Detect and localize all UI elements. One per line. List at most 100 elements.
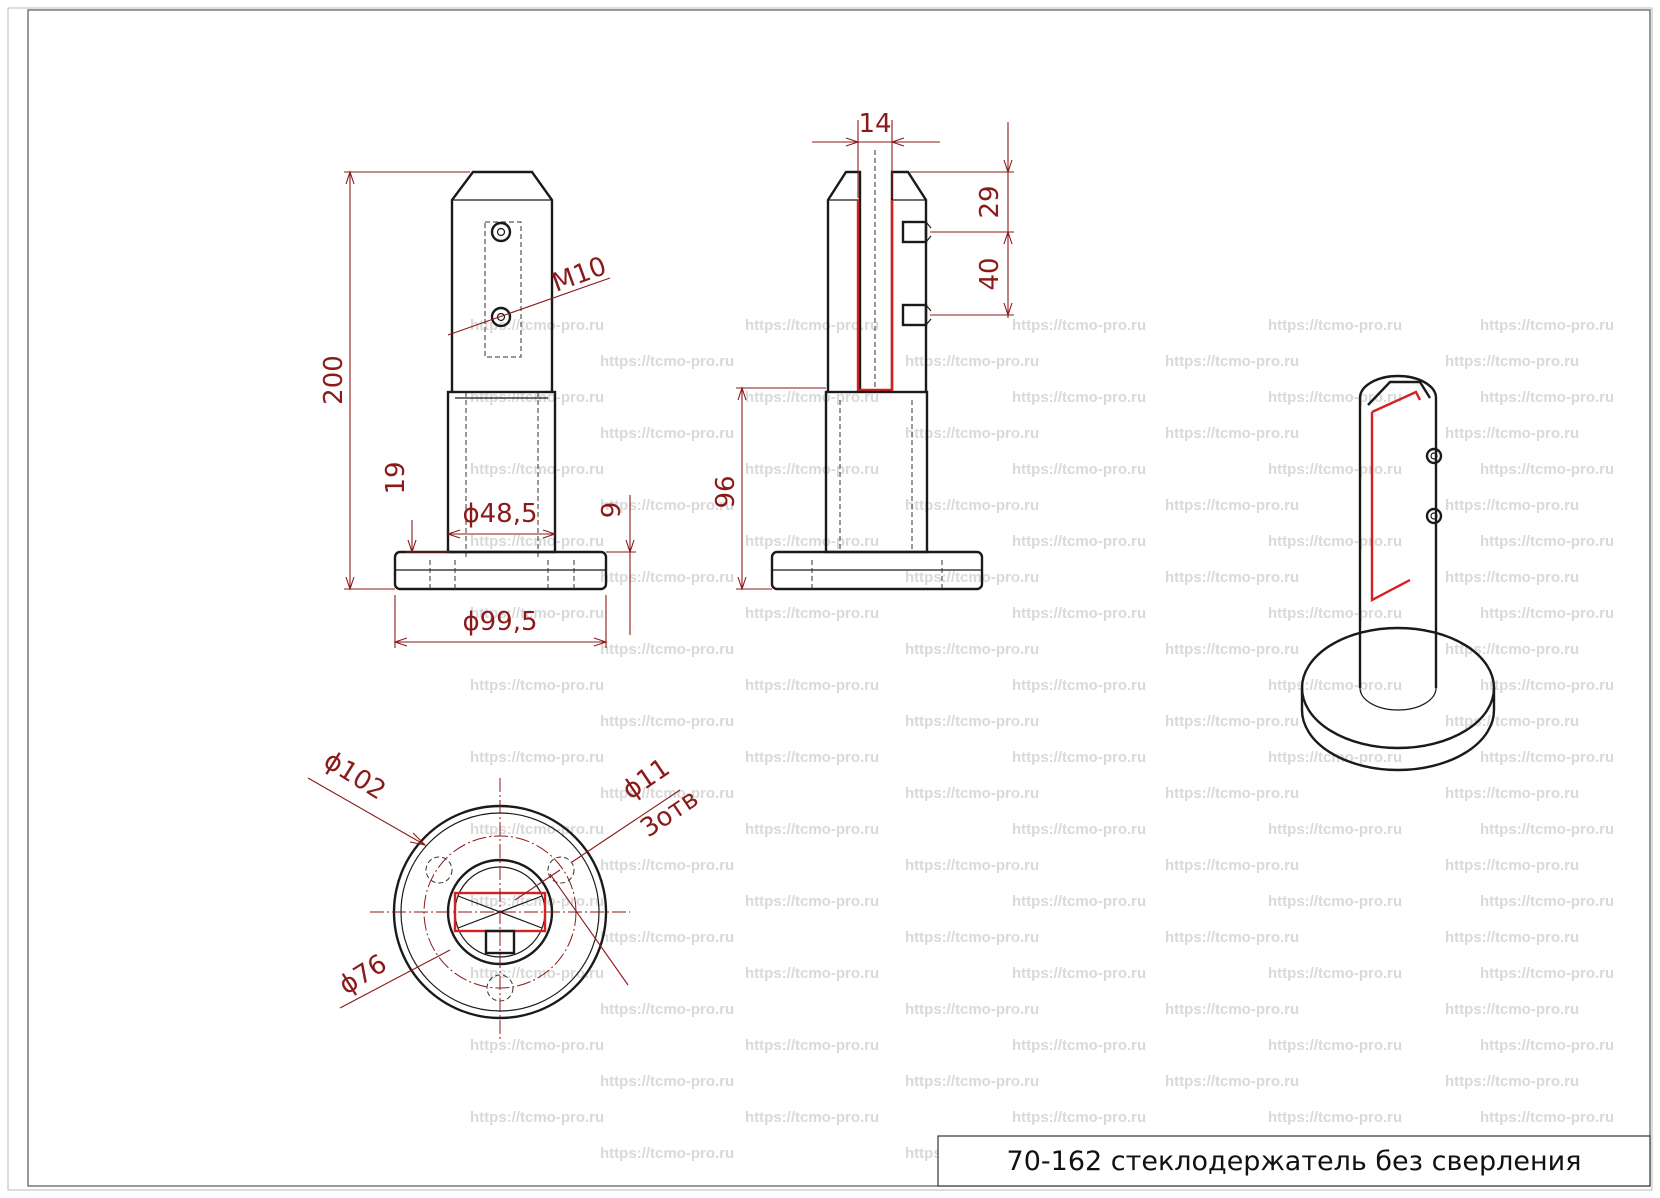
watermark-text: https://tcmo-pro.ru xyxy=(1012,605,1146,622)
title-block: 70-162 стеклодержатель без сверления xyxy=(937,1135,1651,1187)
watermark-text: https://tcmo-pro.ru xyxy=(745,821,879,838)
watermark-text: https://tcmo-pro.ru xyxy=(1165,713,1299,730)
iso-screw-lower xyxy=(1425,507,1443,525)
isometric-view xyxy=(1300,374,1496,772)
watermark-text: https://tcmo-pro.ru xyxy=(905,1073,1039,1090)
front-screw-lower xyxy=(490,306,512,328)
dim-base-height: 19 xyxy=(381,461,411,494)
watermark-text: https://tcmo-pro.ru xyxy=(905,425,1039,442)
watermark-text: https://tcmo-pro.ru xyxy=(1480,749,1614,766)
watermark-text: https://tcmo-pro.ru xyxy=(600,785,734,802)
watermark-text: https://tcmo-pro.ru xyxy=(1480,1037,1614,1054)
watermark-text: https://tcmo-pro.ru xyxy=(600,353,734,370)
watermark-text: https://tcmo-pro.ru xyxy=(905,641,1039,658)
watermark-text: https://tcmo-pro.ru xyxy=(1012,1109,1146,1126)
watermark-text: https://tcmo-pro.ru xyxy=(470,461,604,478)
watermark-text: https://tcmo-pro.ru xyxy=(470,893,604,910)
side-screw-upper xyxy=(901,220,928,244)
watermark-text: https://tcmo-pro.ru xyxy=(1012,749,1146,766)
front-view: 200 19 M10 ϕ48,5 9 ϕ99,5 xyxy=(319,170,636,648)
watermark-text: https://tcmo-pro.ru xyxy=(905,857,1039,874)
watermark-text: https://tcmo-pro.ru xyxy=(745,677,879,694)
watermark-text: https://tcmo-pro.ru xyxy=(745,893,879,910)
watermark-text: https://tcmo-pro.ru xyxy=(1445,641,1579,658)
top-hole-1 xyxy=(425,856,453,884)
watermark-text: https://tcmo-pro.ru xyxy=(1012,461,1146,478)
watermark-text: https://tcmo-pro.ru xyxy=(745,965,879,982)
watermark-text: https://tcmo-pro.ru xyxy=(1165,353,1299,370)
glass-slot xyxy=(856,200,894,392)
watermark-text: https://tcmo-pro.ru xyxy=(1480,677,1614,694)
watermark-text: https://tcmo-pro.ru xyxy=(600,1001,734,1018)
watermark-text: https://tcmo-pro.ru xyxy=(1165,785,1299,802)
outer-frame xyxy=(7,7,1653,1191)
top-view: ϕ102 ϕ11 3отв ϕ76 xyxy=(307,745,704,1040)
watermark-text: https://tcmo-pro.ru xyxy=(1445,1001,1579,1018)
watermark-text: https://tcmo-pro.ru xyxy=(905,785,1039,802)
watermark-text: https://tcmo-pro.ru xyxy=(1268,1109,1402,1126)
watermark-text: https://tcmo-pro.ru xyxy=(905,1001,1039,1018)
dim-screw-spacing: 40 xyxy=(975,257,1005,290)
dim-tube-height: 96 xyxy=(711,475,741,508)
watermark-text: https://tcmo-pro.ru xyxy=(1268,749,1402,766)
title-text: 70-162 стеклодержатель без сверления xyxy=(1007,1146,1582,1177)
watermark-text: https://tcmo-pro.ru xyxy=(1445,1073,1579,1090)
watermark-text: https://tcmo-pro.ru xyxy=(1165,425,1299,442)
watermark-text: https://tcmo-pro.ru xyxy=(600,1145,734,1162)
watermark-text: https://tcmo-pro.ru xyxy=(600,1073,734,1090)
side-view: 14 29 40 96 xyxy=(711,109,1014,591)
watermark-text: https://tcmo-pro.ru xyxy=(470,533,604,550)
watermark-text: https://tcmo-pro.ru xyxy=(1165,1073,1299,1090)
watermark-text: https://tcmo-pro.ru xyxy=(600,713,734,730)
dim-base-diameter: ϕ99,5 xyxy=(462,607,537,637)
watermark-text: https://tcmo-pro.ru xyxy=(470,677,604,694)
watermark-text: https://tcmo-pro.ru xyxy=(1165,497,1299,514)
watermark-text: https://tcmo-pro.ru xyxy=(600,425,734,442)
watermark-text: https://tcmo-pro.ru xyxy=(1480,965,1614,982)
watermark-text: https://tcmo-pro.ru xyxy=(1480,389,1614,406)
watermark-text: https://tcmo-pro.ru xyxy=(905,929,1039,946)
watermark-text: https://tcmo-pro.ru xyxy=(1480,821,1614,838)
watermark-text: https://tcmo-pro.ru xyxy=(1012,677,1146,694)
watermark-text: https://tcmo-pro.ru xyxy=(1012,389,1146,406)
watermark-text: https://tcmo-pro.ru xyxy=(1268,1037,1402,1054)
watermark-text: https://tcmo-pro.ru xyxy=(1268,893,1402,910)
watermark-text: https://tcmo-pro.ru xyxy=(1445,569,1579,586)
watermark-text: https://tcmo-pro.ru xyxy=(745,605,879,622)
watermark-text: https://tcmo-pro.ru xyxy=(1445,713,1579,730)
watermark-text: https://tcmo-pro.ru xyxy=(600,497,734,514)
front-screw-upper xyxy=(490,221,512,243)
watermark-text: https://tcmo-pro.ru xyxy=(745,1037,879,1054)
watermark-text: https://tcmo-pro.ru xyxy=(1268,821,1402,838)
watermark-text: https://tcmo-pro.ru xyxy=(1480,893,1614,910)
watermark-text: https://tcmo-pro.ru xyxy=(1012,965,1146,982)
dim-slot-width: 14 xyxy=(858,109,891,139)
watermark-text: https://tcmo-pro.ru xyxy=(1012,821,1146,838)
watermark-text: https://tcmo-pro.ru xyxy=(745,749,879,766)
watermark-text: https://tcmo-pro.ru xyxy=(1268,461,1402,478)
watermark-text: https://tcmo-pro.ru xyxy=(1480,605,1614,622)
watermark-text: https://tcmo-pro.ru xyxy=(745,317,879,334)
iso-glass xyxy=(1370,390,1422,602)
top-hole-2 xyxy=(547,856,575,884)
dim-tube-diameter: ϕ48,5 xyxy=(462,499,537,529)
watermark-text: https://tcmo-pro.ru xyxy=(1445,857,1579,874)
watermark-text: https://tcmo-pro.ru xyxy=(1268,677,1402,694)
watermark-text: https://tcmo-pro.ru xyxy=(470,605,604,622)
watermark-text: https://tcmo-pro.ru xyxy=(905,569,1039,586)
side-clamp-outline xyxy=(826,170,862,392)
watermark-text: https://tcmo-pro.ru xyxy=(1480,317,1614,334)
watermark-text: https://tcmo-pro.ru xyxy=(1165,857,1299,874)
watermark-text: https://tcmo-pro.ru xyxy=(1480,533,1614,550)
watermark-text: https://tcmo-pro.ru xyxy=(600,641,734,658)
watermark-text: https://tcmo-pro.ru xyxy=(1165,929,1299,946)
watermark-text: https://tcmo-pro.ru xyxy=(1268,533,1402,550)
watermark-text: https://tcmo-pro.ru xyxy=(1012,317,1146,334)
watermark-text: https://tcmo-pro.ru xyxy=(1012,533,1146,550)
watermark-text: https://tcmo-pro.ru xyxy=(1268,605,1402,622)
watermark-text: https://tcmo-pro.ru xyxy=(905,353,1039,370)
front-clamp-outline xyxy=(450,170,554,392)
watermark-text: https://tcmo-pro.ru xyxy=(745,533,879,550)
watermark-text: https://tcmo-pro.ru xyxy=(1165,641,1299,658)
